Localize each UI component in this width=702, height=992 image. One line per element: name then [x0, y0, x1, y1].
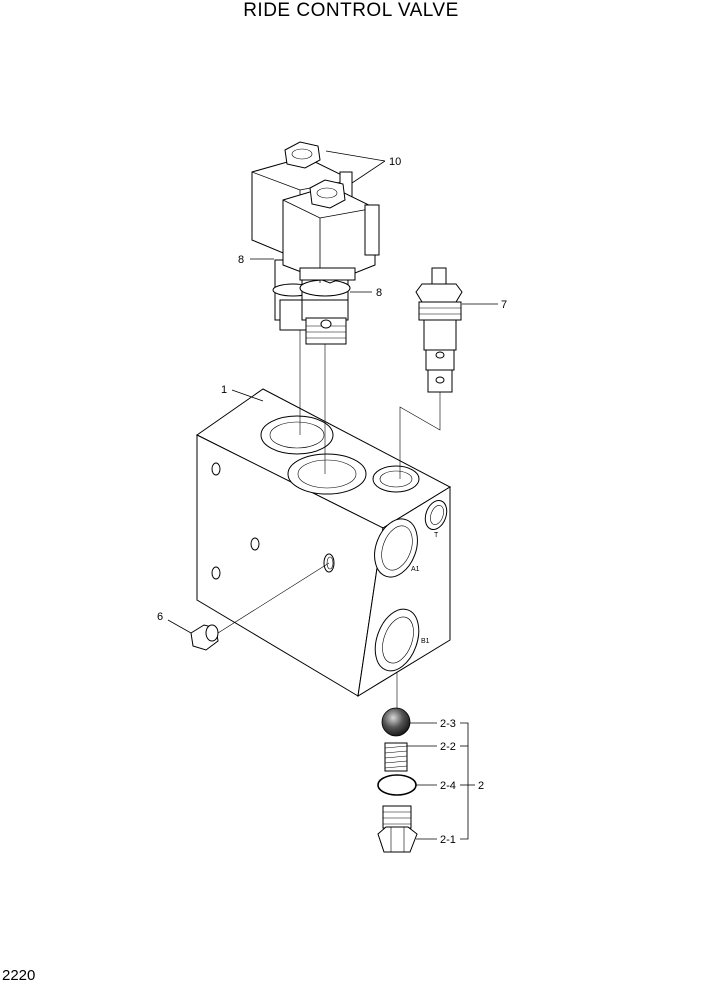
port-label-b1: B1	[421, 638, 430, 645]
callout-2: 2	[478, 780, 484, 792]
page-number: 2220	[2, 967, 36, 984]
plug-6	[190, 624, 219, 651]
callout-2-3: 2-3	[440, 718, 456, 730]
leader-lines	[167, 150, 498, 840]
callout-6: 6	[157, 611, 163, 623]
relief-valve-cartridge	[415, 267, 463, 393]
callout-8-right: 8	[376, 287, 382, 299]
o-ring-2-4	[377, 774, 417, 796]
port-label-t: T	[434, 532, 439, 539]
callout-8-left: 8	[238, 254, 244, 266]
page-title: RIDE CONTROL VALVE	[243, 0, 459, 21]
solenoid-valve-front	[282, 179, 380, 345]
callout-10: 10	[389, 156, 401, 168]
port-label-a1: A1	[411, 566, 420, 573]
callout-2-2: 2-2	[440, 741, 456, 753]
callout-1: 1	[221, 384, 227, 396]
spring-2-2	[384, 742, 408, 772]
callout-2-4: 2-4	[440, 780, 456, 792]
callout-7: 7	[501, 299, 507, 311]
check-ball-2-3	[381, 707, 411, 737]
plug-2-1	[377, 805, 418, 853]
valve-body	[196, 388, 452, 697]
callout-2-1: 2-1	[440, 834, 456, 846]
